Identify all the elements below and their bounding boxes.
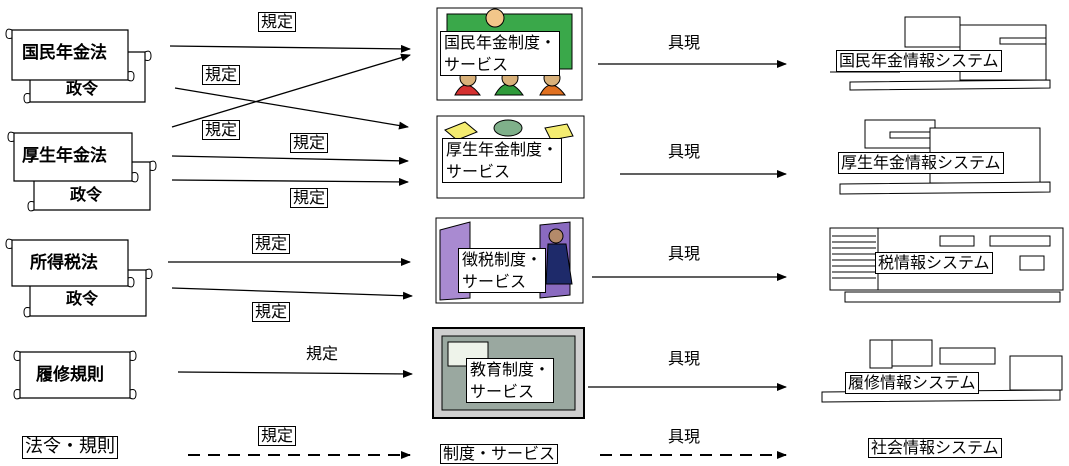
arrow-kitei-rishu (177, 369, 413, 378)
gugen-label: 具現 (668, 349, 701, 368)
law-scroll-shotoku (5, 238, 153, 318)
system-zei: 税情報システム (875, 252, 993, 274)
system-kokumin: 国民年金情報システム (836, 50, 1002, 72)
arrow-kitei-shotoku-2 (171, 287, 413, 300)
kitei-label: 規定 (258, 12, 297, 33)
system-kosei: 厚生年金情報システム (838, 152, 1004, 174)
law-rishu-main: 履修規則 (36, 365, 104, 385)
legend-kitei: 規定 (258, 426, 297, 447)
system-rishu: 履修情報システム (845, 372, 979, 394)
arrow-kitei-kosei-1 (171, 155, 409, 165)
service-image-chozei (435, 217, 584, 304)
arrow-kitei-kosei-cross (171, 53, 411, 128)
law-shotoku-main: 所得税法 (30, 253, 98, 273)
service-line: 教育制度・ (470, 360, 551, 379)
gugen-label: 具現 (668, 244, 701, 263)
kitei-label: 規定 (290, 133, 329, 154)
law-scroll-kosei (7, 131, 157, 212)
service-line: 厚生年金制度・ (446, 140, 559, 159)
kitei-label: 規定 (306, 344, 339, 363)
kitei-label: 規定 (202, 65, 241, 86)
legend-services: 制度・サービス (440, 444, 559, 465)
kitei-label: 規定 (252, 234, 291, 255)
legend-laws: 法令・規則 (22, 436, 118, 459)
law-kosei-sub: 政令 (70, 185, 103, 204)
service-chozei: 徴税制度・ サービス (458, 248, 547, 294)
law-kokumin-sub: 政令 (66, 79, 99, 98)
law-scroll-rishu (13, 350, 137, 400)
service-line: サービス (462, 271, 527, 291)
legend-systems: 社会情報システム (868, 438, 1002, 459)
gugen-label: 具現 (668, 142, 701, 161)
service-kyoiku: 教育制度・ サービス (466, 358, 555, 404)
service-line: 国民年金制度・ (444, 33, 557, 52)
legend-gugen: 具現 (668, 427, 701, 446)
service-kosei: 厚生年金制度・ サービス (442, 138, 563, 184)
kitei-label: 規定 (290, 188, 329, 209)
law-kosei-main: 厚生年金法 (22, 146, 107, 166)
service-kokumin: 国民年金制度・ サービス (440, 31, 561, 77)
gugen-label: 具現 (668, 33, 701, 52)
law-shotoku-sub: 政令 (66, 289, 99, 308)
kitei-label: 規定 (202, 120, 241, 141)
kitei-label: 規定 (252, 302, 291, 323)
arrow-kitei-kokumin-cross (174, 87, 409, 130)
law-scroll-kokumin (5, 28, 152, 104)
service-line: 徴税制度・ (462, 250, 543, 269)
law-kokumin-main: 国民年金法 (22, 43, 107, 63)
service-line: サービス (470, 381, 535, 401)
service-line: サービス (444, 54, 509, 74)
arrow-kitei-kosei-2 (171, 177, 409, 186)
service-line: サービス (446, 161, 511, 181)
arrow-kitei-kokumin-1 (169, 44, 411, 53)
